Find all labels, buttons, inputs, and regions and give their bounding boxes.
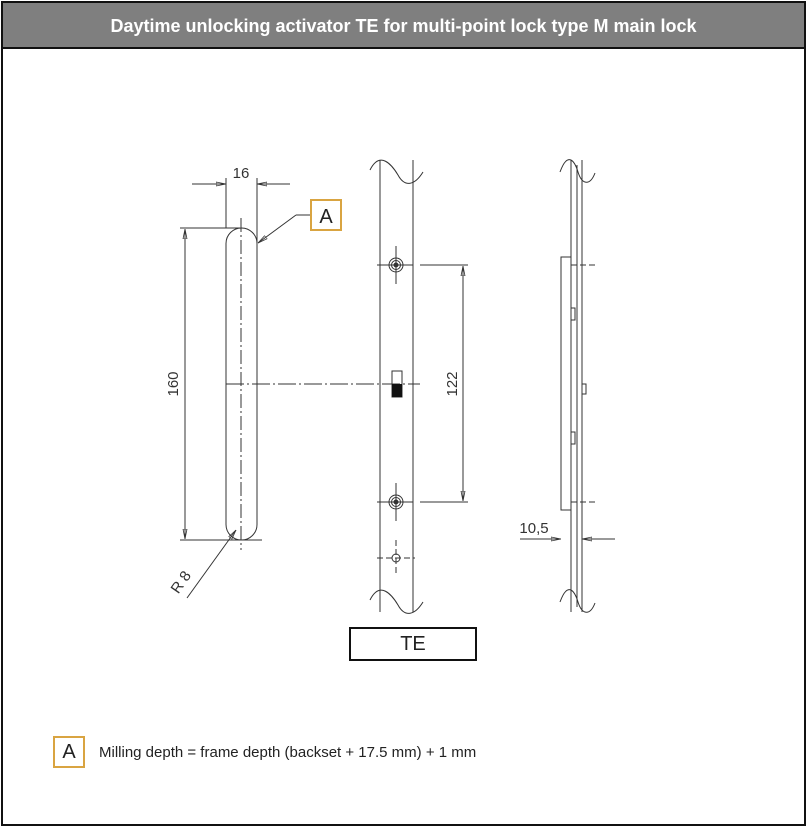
- break-line-bottom: [369, 589, 424, 614]
- slot-view: [180, 178, 420, 599]
- legend-marker: A: [53, 736, 85, 768]
- legend-text: Milling depth = frame depth (backset + 1…: [99, 743, 477, 761]
- dim-offset-label: 10,5: [519, 520, 548, 537]
- callout-label: A: [319, 206, 333, 228]
- legend: A Milling depth = frame depth (backset +…: [53, 736, 476, 768]
- page-title: Daytime unlocking activator TE for multi…: [3, 3, 804, 49]
- screw-icon-bottom: [377, 483, 413, 521]
- lock-front-view: [369, 159, 468, 614]
- dim-width-label: 16: [233, 165, 250, 182]
- dim-spacing-label: 122: [444, 371, 461, 396]
- break-line-top: [369, 159, 424, 184]
- part-label-box: TE: [349, 627, 477, 661]
- radius-leader: [186, 530, 237, 599]
- hole-icon: [377, 540, 415, 576]
- callout-box: [310, 199, 342, 231]
- activator-plate: [560, 256, 572, 511]
- dim-length-label: 160: [165, 371, 182, 396]
- lock-side-view: [520, 159, 615, 613]
- screw-icon-top: [377, 246, 413, 284]
